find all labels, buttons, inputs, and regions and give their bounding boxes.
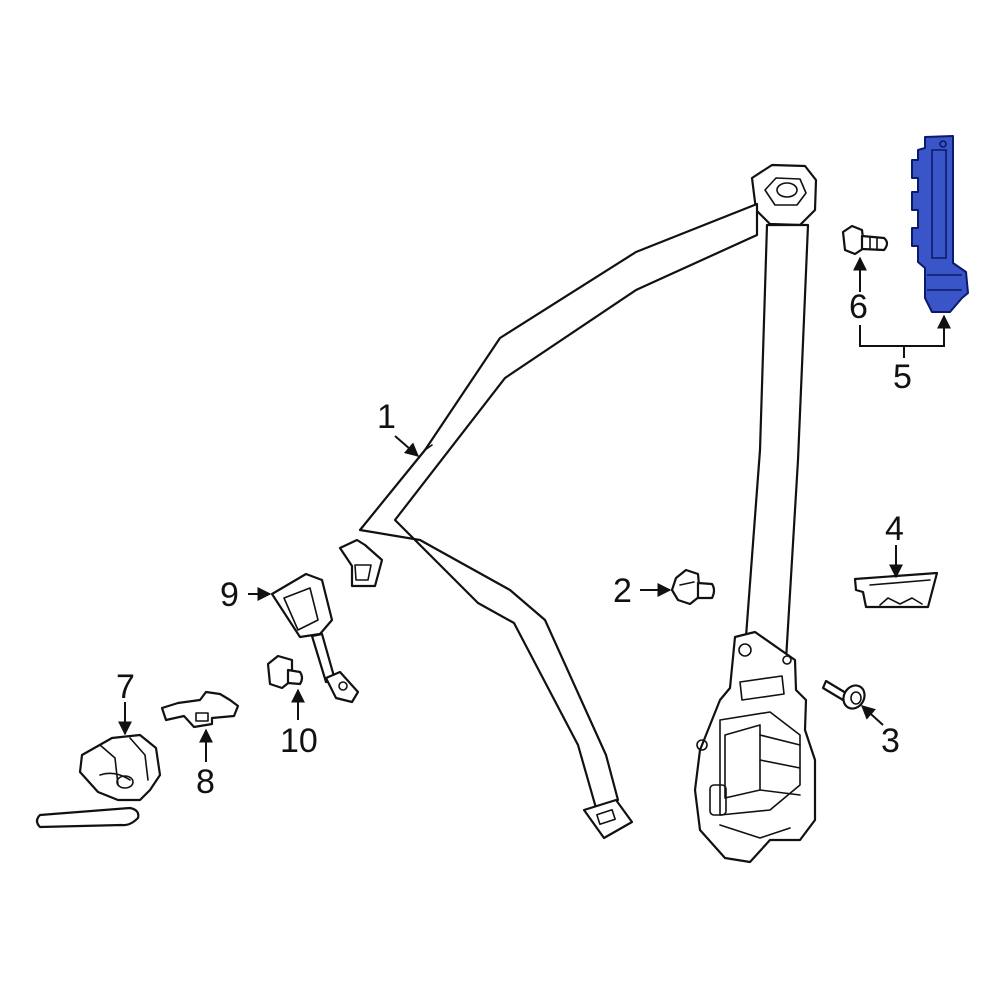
callout-8: 8 <box>196 763 215 801</box>
callout-5: 5 <box>893 358 912 396</box>
callout-leaders <box>118 256 951 762</box>
callout-9: 9 <box>220 576 239 614</box>
callout-10: 10 <box>280 722 318 760</box>
cover-bracket[interactable] <box>853 571 939 609</box>
adjuster-bolt[interactable] <box>841 224 889 256</box>
callout-1: 1 <box>377 398 396 436</box>
nut[interactable] <box>670 568 716 606</box>
callout-2: 2 <box>613 572 632 610</box>
callout-4: 4 <box>885 510 904 548</box>
callout-labels: 1 2 3 4 5 6 7 8 9 10 <box>116 288 912 801</box>
height-adjuster[interactable] <box>911 135 969 313</box>
buckle-tongue[interactable] <box>270 572 360 704</box>
callout-7: 7 <box>116 668 135 706</box>
clip[interactable] <box>160 690 240 729</box>
height-adjuster-body <box>911 135 969 313</box>
callout-3: 3 <box>881 722 900 760</box>
callout-6: 6 <box>849 288 868 326</box>
seat-belt-webbing[interactable] <box>338 163 818 840</box>
belt-retractor[interactable] <box>693 630 817 864</box>
small-bolt[interactable] <box>266 654 304 690</box>
buckle-sensor[interactable] <box>35 733 162 829</box>
bolt[interactable] <box>821 679 869 712</box>
